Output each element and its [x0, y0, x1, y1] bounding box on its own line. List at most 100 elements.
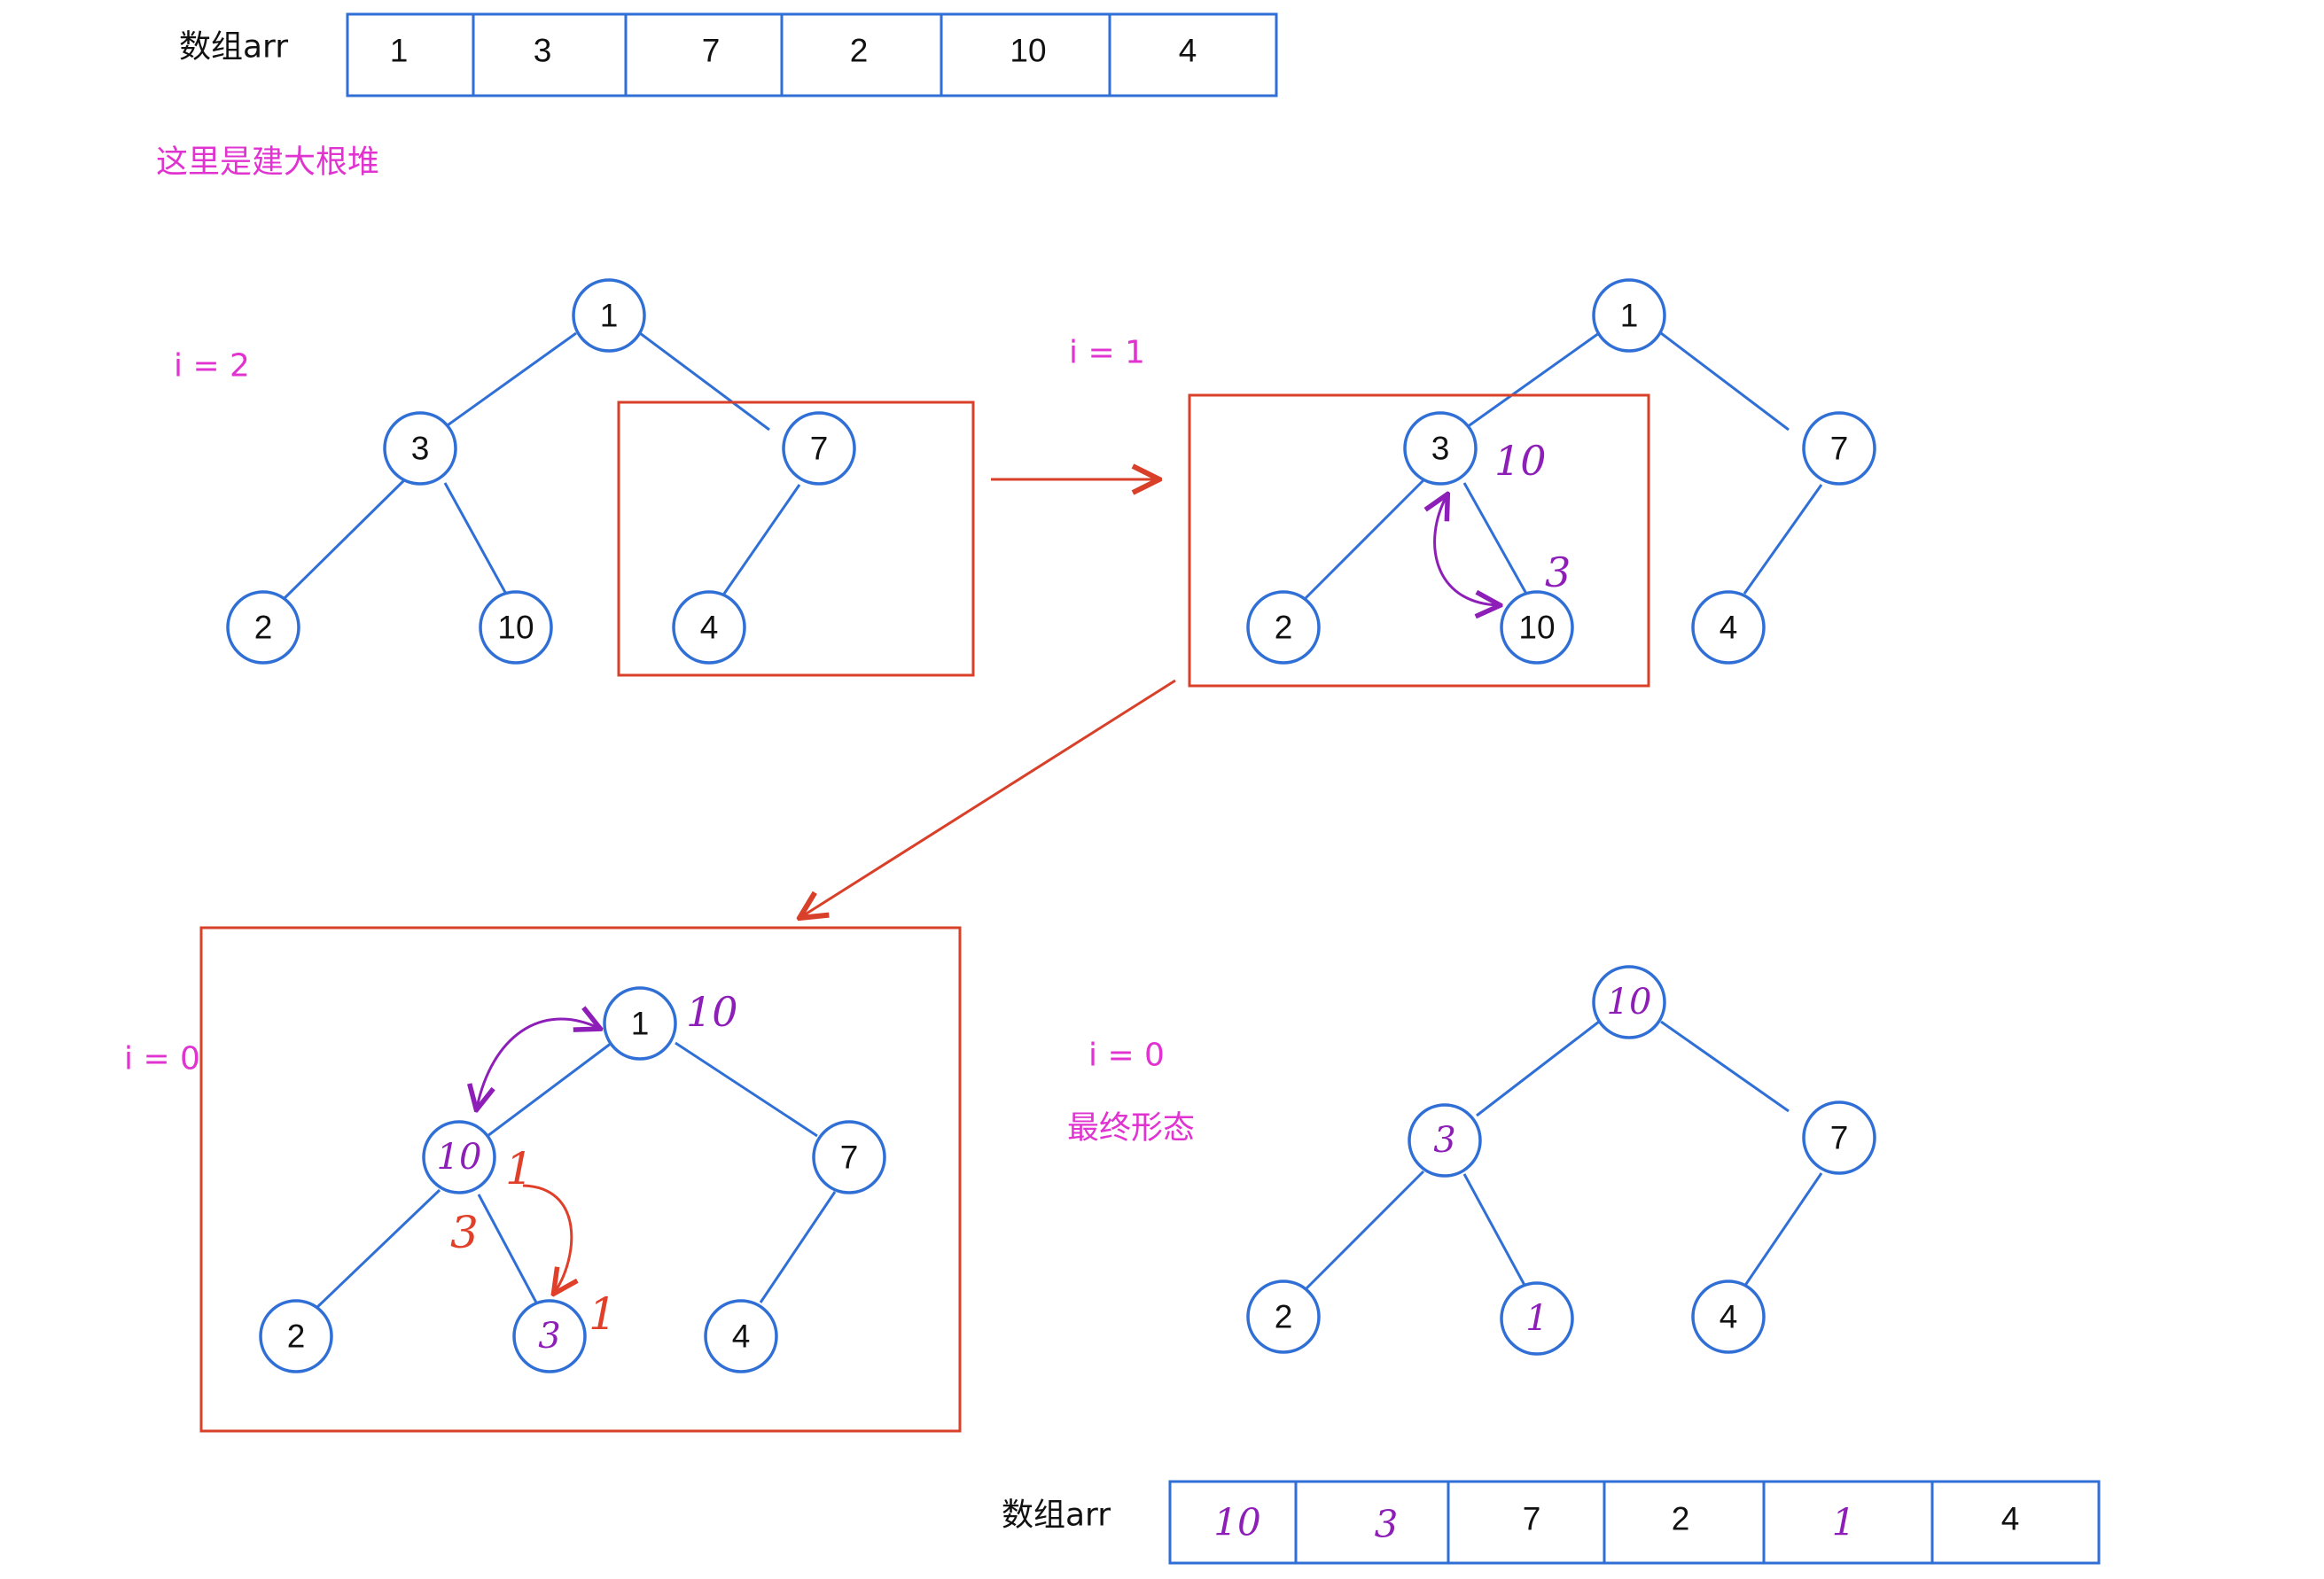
annotation-value: 10 — [686, 988, 738, 1036]
tree-edge — [282, 478, 406, 601]
array-cell-value: 4 — [1179, 33, 1197, 69]
array-cell-value: 1 — [390, 33, 409, 69]
tree-node — [1500, 1281, 1574, 1356]
tree-edge — [313, 1188, 441, 1311]
tree-edge — [1462, 1173, 1528, 1289]
node-value: 7 — [1830, 1120, 1849, 1156]
tree-node — [1246, 1280, 1321, 1354]
node-value: 1 — [631, 1006, 650, 1042]
swap-arrow — [477, 1019, 598, 1108]
step1-label: i = 2 — [174, 348, 250, 385]
node-value: 2 — [1275, 1299, 1293, 1335]
array-cell — [1762, 1480, 1934, 1565]
tree-node — [259, 1299, 333, 1373]
tree-edge — [722, 484, 801, 595]
tree-edge — [675, 1041, 818, 1138]
node-value: 4 — [700, 610, 719, 646]
node-value: 7 — [1830, 431, 1849, 467]
tree-edge — [1303, 478, 1425, 601]
array-cell-value: 2 — [850, 33, 869, 69]
tree-edge — [1743, 484, 1823, 595]
tree-node — [1592, 278, 1666, 353]
tree-node — [1408, 1103, 1482, 1178]
tree-node — [226, 590, 300, 665]
tree-edge — [759, 1191, 837, 1303]
tree-edge — [1660, 1020, 1790, 1113]
tree-node — [422, 1120, 496, 1194]
tree-edge — [1460, 331, 1600, 433]
node-value: 2 — [287, 1318, 306, 1355]
annotation-value: 1 — [589, 1288, 617, 1340]
node-value: 2 — [1275, 610, 1293, 646]
node-value: 1 — [1620, 298, 1639, 334]
array-cell — [346, 12, 475, 97]
node-value: 7 — [810, 431, 829, 467]
focus-box — [617, 401, 975, 677]
node-value: 4 — [1720, 1299, 1738, 1335]
tree-edge — [443, 482, 510, 598]
array-cell-value: 4 — [2001, 1501, 2020, 1537]
node-value: 3 — [411, 431, 430, 467]
step-arrow — [799, 679, 1176, 918]
node-value: 4 — [1720, 610, 1738, 646]
node-value: 7 — [840, 1140, 859, 1176]
array-cell — [1108, 12, 1278, 97]
node-value: 3 — [538, 1316, 560, 1357]
node-value: 1 — [1525, 1298, 1548, 1339]
tree-edge — [438, 331, 577, 433]
array-cell — [1294, 1480, 1450, 1565]
node-value: 10 — [1607, 982, 1652, 1023]
tree-node — [1802, 1101, 1876, 1175]
tree-node — [1500, 590, 1574, 665]
array-cell — [780, 12, 943, 97]
array-cell-value: 2 — [1672, 1501, 1690, 1537]
tree-edge — [1476, 1020, 1600, 1117]
tree-step1: 1 3 7 2 10 4 — [226, 278, 975, 677]
node-value: 10 — [1518, 610, 1555, 646]
tree-edge — [639, 331, 770, 432]
focus-box — [1188, 393, 1650, 688]
focus-box — [199, 926, 962, 1433]
swap-arrow — [522, 1184, 572, 1292]
node-value: 10 — [437, 1137, 482, 1178]
node-value: 10 — [497, 610, 534, 646]
tree-node — [704, 1299, 778, 1373]
array-cell-value: 3 — [1375, 1503, 1399, 1546]
tree-edge — [477, 1194, 538, 1303]
node-value: 1 — [600, 298, 619, 334]
tree-node — [572, 278, 646, 353]
array-cell — [1447, 1480, 1606, 1565]
annotation-value: 3 — [1545, 548, 1571, 596]
array-cell-value: 10 — [1010, 33, 1046, 69]
bottom-array-label: 数组arr — [1002, 1497, 1111, 1534]
tree-node — [672, 590, 746, 665]
annotation-value: 1 — [505, 1143, 534, 1194]
tree-step2: 1 3 7 2 10 4 10 3 — [1188, 278, 1876, 688]
array-cell-value: 7 — [702, 33, 721, 69]
array-cell-value: 10 — [1213, 1501, 1260, 1544]
annotation-value: 3 — [450, 1207, 479, 1258]
tree-edge — [1743, 1172, 1823, 1287]
array-cell — [624, 12, 784, 97]
tree-edge — [480, 1041, 612, 1143]
tree-edge — [1462, 482, 1528, 595]
array-cell-value: 1 — [1832, 1501, 1856, 1544]
tree-node — [1403, 411, 1478, 486]
tree-node — [1592, 965, 1666, 1039]
tree-node — [1246, 590, 1321, 665]
heading: 这里是建大根堆 — [156, 144, 379, 181]
tree-edge — [1660, 331, 1790, 432]
array-cell-value: 3 — [534, 33, 552, 69]
array-cell-value: 7 — [1523, 1501, 1541, 1537]
step4-caption: 最终形态 — [1067, 1110, 1195, 1147]
tree-node — [782, 411, 856, 486]
swap-arrow — [1435, 496, 1498, 605]
node-value: 4 — [732, 1318, 751, 1355]
node-value: 3 — [1433, 1120, 1455, 1161]
step4-label: i = 0 — [1088, 1038, 1165, 1074]
array-cell — [472, 12, 628, 97]
annotation-value: 10 — [1494, 437, 1547, 485]
top-array-label: 数组arr — [179, 29, 288, 66]
tree-node — [1802, 411, 1876, 486]
tree-node — [812, 1120, 886, 1194]
